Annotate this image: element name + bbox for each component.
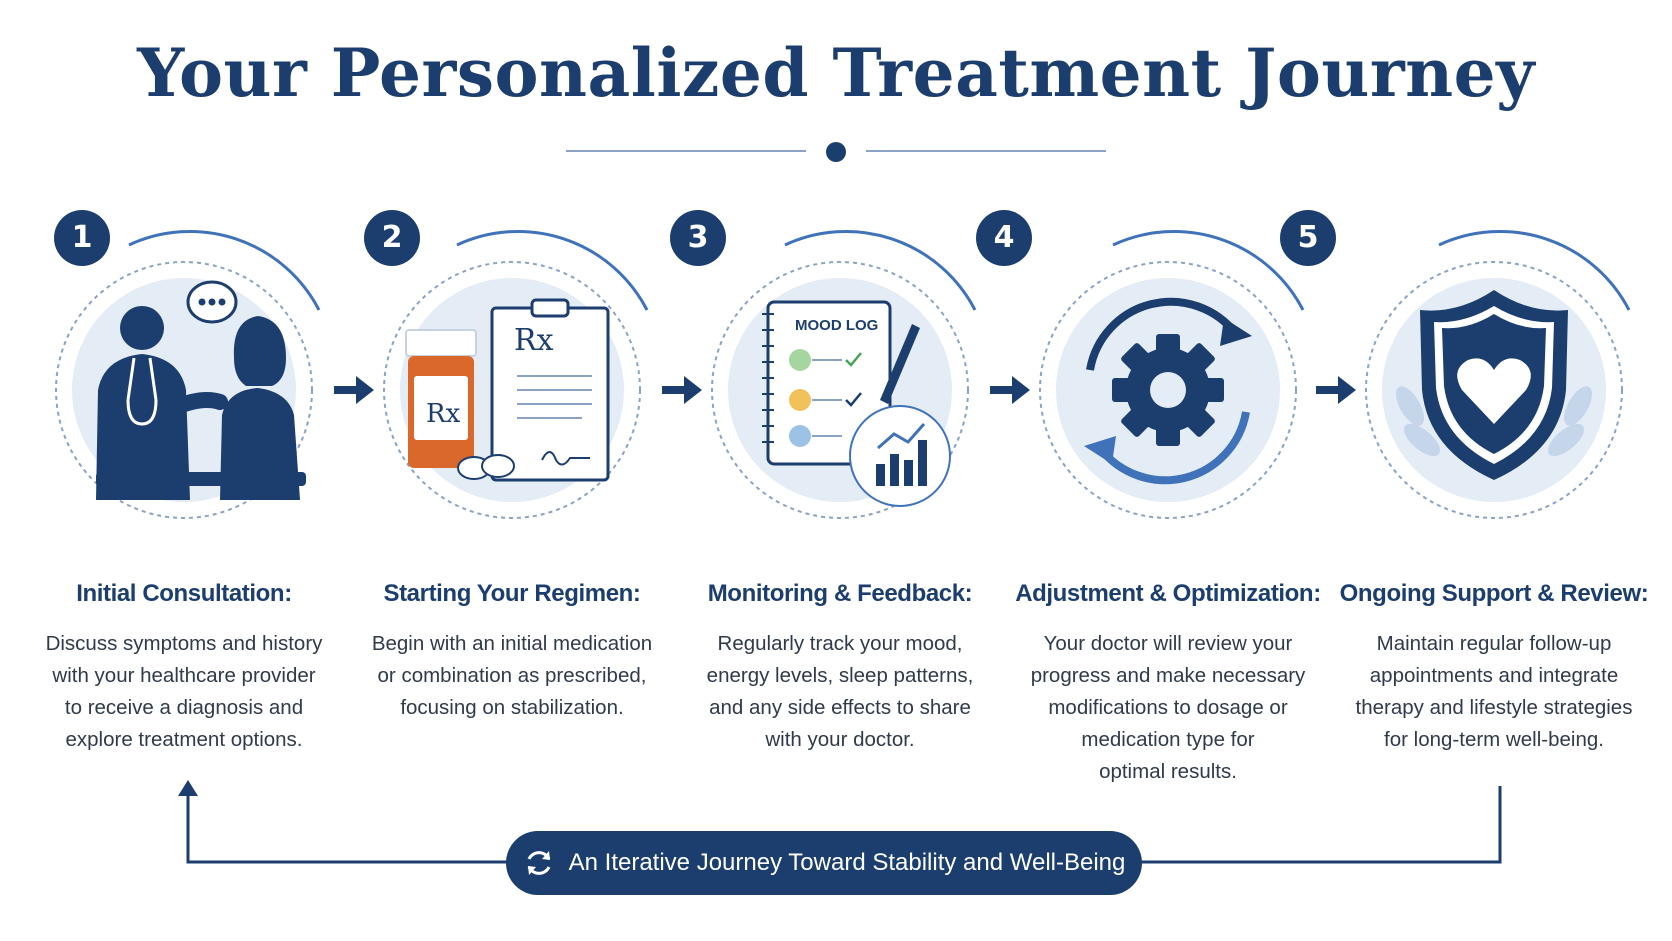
step-1-illustration bbox=[55, 230, 321, 519]
step-arrow-1 bbox=[334, 376, 374, 404]
step-2-number: 2 bbox=[364, 210, 420, 266]
step-4-title: Adjustment & Optimization: bbox=[1015, 580, 1321, 607]
step-arrow-4 bbox=[1316, 376, 1356, 404]
step-1-description: Discuss symptoms and history with your h… bbox=[45, 632, 323, 751]
step-5-number: 5 bbox=[1280, 210, 1336, 266]
heart-shield-icon bbox=[1396, 290, 1592, 480]
prescription-icon: Rx Rx bbox=[405, 298, 610, 482]
iterative-journey-label: An Iterative Journey Toward Stability an… bbox=[568, 849, 1126, 876]
iterative-journey-banner: An Iterative Journey Toward Stability an… bbox=[506, 831, 1142, 895]
step-5-title: Ongoing Support & Review: bbox=[1339, 580, 1649, 607]
step-3-description: Regularly track your mood, energy levels… bbox=[706, 632, 974, 751]
step-2-description: Begin with an initial medication or comb… bbox=[371, 632, 653, 719]
rx-label-bottle: Rx bbox=[426, 399, 461, 429]
gear-cycle-icon bbox=[1084, 297, 1252, 485]
step-3-number: 3 bbox=[670, 210, 726, 266]
step-4-description: Your doctor will review your progress an… bbox=[1030, 632, 1306, 783]
step-3-title: Monitoring & Feedback: bbox=[707, 580, 973, 607]
mood-log-label: MOOD LOG bbox=[795, 317, 878, 334]
page-title: Your Personalized Treatment Journey bbox=[137, 34, 1535, 112]
doctor-patient-icon bbox=[96, 280, 306, 500]
title-divider bbox=[0, 140, 1672, 164]
cycle-icon bbox=[527, 851, 550, 875]
divider-line-right bbox=[866, 150, 1106, 152]
step-5-illustration bbox=[1365, 230, 1631, 519]
step-arrow-3 bbox=[990, 376, 1030, 404]
step-2-illustration: Rx Rx bbox=[383, 230, 649, 519]
step-4-illustration bbox=[1039, 230, 1305, 519]
divider-dot bbox=[826, 142, 846, 162]
step-3-illustration: MOOD LOG bbox=[711, 230, 977, 519]
step-4-number: 4 bbox=[976, 210, 1032, 266]
step-arrow-2 bbox=[662, 376, 702, 404]
rx-label-clipboard: Rx bbox=[514, 323, 554, 358]
step-5-description: Maintain regular follow-up appointments … bbox=[1355, 632, 1633, 751]
step-1-title: Initial Consultation: bbox=[76, 580, 292, 607]
step-1-number: 1 bbox=[54, 210, 110, 266]
divider-line-left bbox=[566, 150, 806, 152]
mood-log-icon: MOOD LOG bbox=[762, 300, 951, 507]
step-2-title: Starting Your Regimen: bbox=[383, 580, 641, 607]
